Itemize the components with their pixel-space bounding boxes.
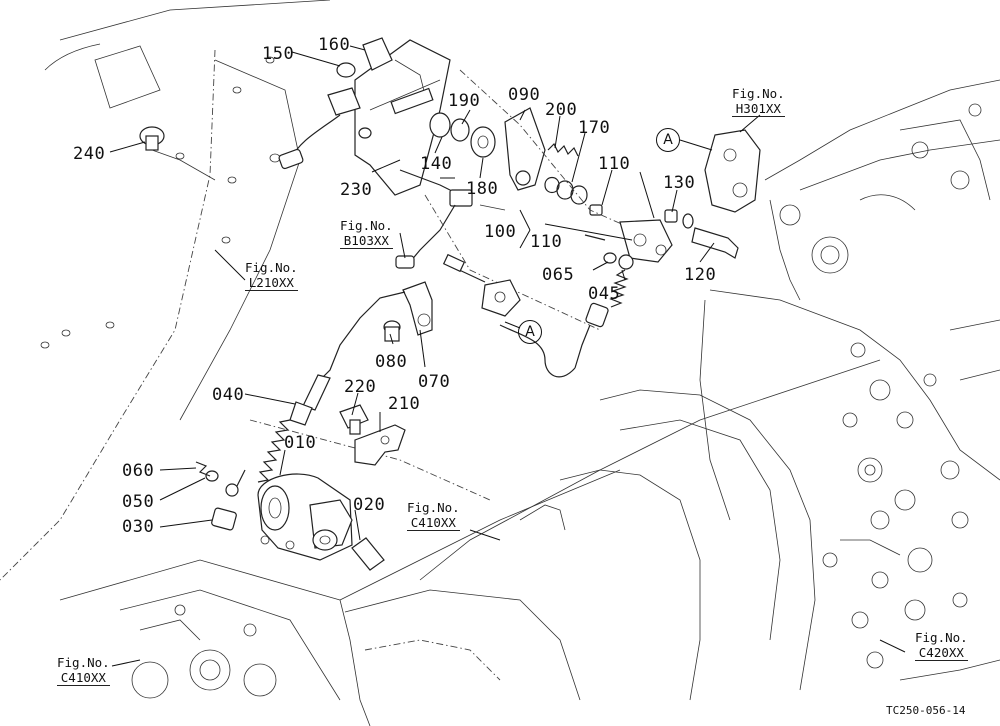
- part-label-045: 045: [588, 284, 621, 304]
- bolt-240-drawing: [139, 126, 216, 181]
- left-panel-drawing: [0, 0, 331, 581]
- clevis-100-drawing: [584, 209, 739, 270]
- fig-ref-h301: Fig.No. H301XX: [732, 86, 785, 117]
- part-label-100: 100: [484, 222, 517, 242]
- drawing-code: TC250-056-14: [886, 704, 966, 717]
- spring-rod-045-drawing: [424, 194, 629, 378]
- part-label-060: 060: [122, 461, 155, 481]
- fig-ref-b103-caption: Fig.No.: [340, 218, 393, 233]
- part-label-090: 090: [508, 85, 541, 105]
- part-label-220: 220: [344, 377, 377, 397]
- reference-mark-a-top: A: [656, 128, 680, 152]
- fig-ref-l210: Fig.No. L210XX: [245, 260, 298, 291]
- valve-010-drawing: [257, 473, 353, 561]
- fig-ref-b103-code: B103XX: [340, 233, 393, 249]
- fig-ref-b103: Fig.No. B103XX: [340, 218, 393, 249]
- cable-040-drawing: [225, 374, 491, 501]
- part-label-160: 160: [318, 35, 351, 55]
- part-label-230: 230: [340, 180, 373, 200]
- part-label-240: 240: [73, 144, 106, 164]
- part-label-020: 020: [353, 495, 386, 515]
- part-label-140: 140: [420, 154, 453, 174]
- fig-ref-c410-mid-caption: Fig.No.: [407, 500, 460, 515]
- part-label-180: 180: [466, 179, 499, 199]
- part-label-110-bracket: 110: [530, 232, 563, 252]
- part-label-190: 190: [448, 91, 481, 111]
- fig-ref-l210-caption: Fig.No.: [245, 260, 298, 275]
- fig-ref-c410-mid-code: C410XX: [407, 515, 460, 531]
- fig-ref-h301-caption: Fig.No.: [732, 86, 785, 101]
- transmission-case-drawing: [339, 79, 1000, 726]
- lower-housing-drawing: [59, 559, 501, 701]
- fig-ref-l210-code: L210XX: [245, 275, 298, 291]
- bracket-070-drawing: [319, 281, 433, 381]
- part-label-120: 120: [684, 265, 717, 285]
- part-label-130: 130: [663, 173, 696, 193]
- part-label-010: 010: [284, 433, 317, 453]
- knob-160-drawing: [336, 37, 393, 78]
- plate-210-drawing: [339, 404, 406, 466]
- leader-lines: [109, 45, 906, 667]
- part-label-170: 170: [578, 118, 611, 138]
- part-label-200: 200: [545, 100, 578, 120]
- fig-ref-c410-left: Fig.No. C410XX: [57, 655, 110, 686]
- fig-ref-c420-code: C420XX: [915, 645, 968, 661]
- part-label-210: 210: [388, 394, 421, 414]
- fig-ref-c420-caption: Fig.No.: [915, 630, 968, 645]
- part-label-080: 080: [375, 352, 408, 372]
- part-label-065: 065: [542, 265, 575, 285]
- part-label-040: 040: [212, 385, 245, 405]
- part-label-070: 070: [418, 372, 451, 392]
- fig-ref-c410-left-code: C410XX: [57, 670, 110, 686]
- lever-assembly-drawing: [429, 69, 636, 231]
- part-label-030: 030: [122, 517, 155, 537]
- fig-ref-c410-left-caption: Fig.No.: [57, 655, 110, 670]
- reference-mark-a-bottom: A: [518, 320, 542, 344]
- fittings-030-050-060-drawing: [195, 461, 237, 531]
- pin-020-drawing: [351, 537, 385, 571]
- fig-ref-c410-mid: Fig.No. C410XX: [407, 500, 460, 531]
- part-label-050: 050: [122, 492, 155, 512]
- fig-ref-c420: Fig.No. C420XX: [915, 630, 968, 661]
- fig-ref-h301-code: H301XX: [732, 101, 785, 117]
- clamp-bracket-drawing: [442, 253, 521, 317]
- part-label-110-top: 110: [598, 154, 631, 174]
- part-label-150: 150: [262, 44, 295, 64]
- bracket-230-drawing: [278, 39, 506, 269]
